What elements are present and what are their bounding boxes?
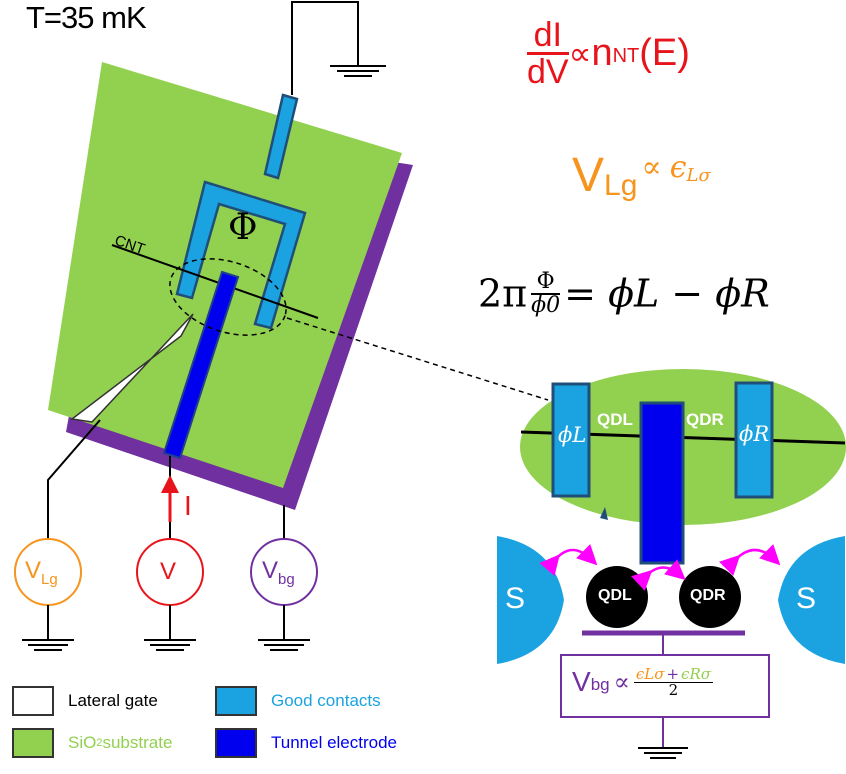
legend-swatch-white — [12, 686, 54, 716]
s-right-label: S — [796, 582, 817, 615]
flux-symbol: Φ — [228, 207, 258, 248]
tunnel-electrode — [162, 270, 240, 460]
vlg-source-label: VLg — [25, 557, 58, 588]
ground-v — [144, 605, 196, 651]
current-label: I — [184, 490, 192, 521]
vbg-source-label: Vbg — [262, 557, 295, 588]
ground-inset-symbol — [638, 747, 688, 759]
vbg-equation-box — [560, 654, 770, 718]
phi-r-label: ϕR — [739, 422, 770, 446]
qdr-dot-label: QDR — [690, 587, 726, 604]
vlg-equation: VLg∝ϵLσ — [572, 149, 711, 203]
cnt-line — [111, 244, 319, 319]
zoom-region — [169, 258, 287, 336]
qdr-dot — [679, 566, 741, 628]
phi-l-label: ϕL — [558, 423, 587, 447]
legend-tunnel-electrode: Tunnel electrode — [215, 728, 397, 758]
temperature-label: T=35 mK — [26, 0, 147, 35]
v-source-label: V — [160, 558, 177, 585]
qdl-dot-label: QDL — [598, 587, 632, 604]
top-ground — [291, 1, 386, 95]
legend-good-contacts: Good contacts — [215, 686, 381, 716]
ground-lg — [22, 605, 74, 651]
lateral-gate — [70, 313, 194, 423]
legend-lateral-gate: Lateral gate — [12, 686, 158, 716]
qdl-inset-label: QDL — [597, 410, 633, 429]
legend-swatch-blue — [215, 728, 257, 758]
lg-wire — [47, 419, 101, 540]
legend-swatch-green — [12, 728, 54, 758]
legend-swatch-lightblue — [215, 686, 257, 716]
ground-bg — [258, 605, 310, 651]
coupling-arrows — [539, 544, 781, 591]
s-left-label: S — [505, 582, 526, 615]
zoom-line — [286, 317, 549, 401]
qdr-inset-label: QDR — [686, 410, 724, 429]
zoom-inset — [520, 369, 846, 565]
good-contacts — [175, 93, 307, 330]
superconductor-right — [778, 536, 845, 664]
